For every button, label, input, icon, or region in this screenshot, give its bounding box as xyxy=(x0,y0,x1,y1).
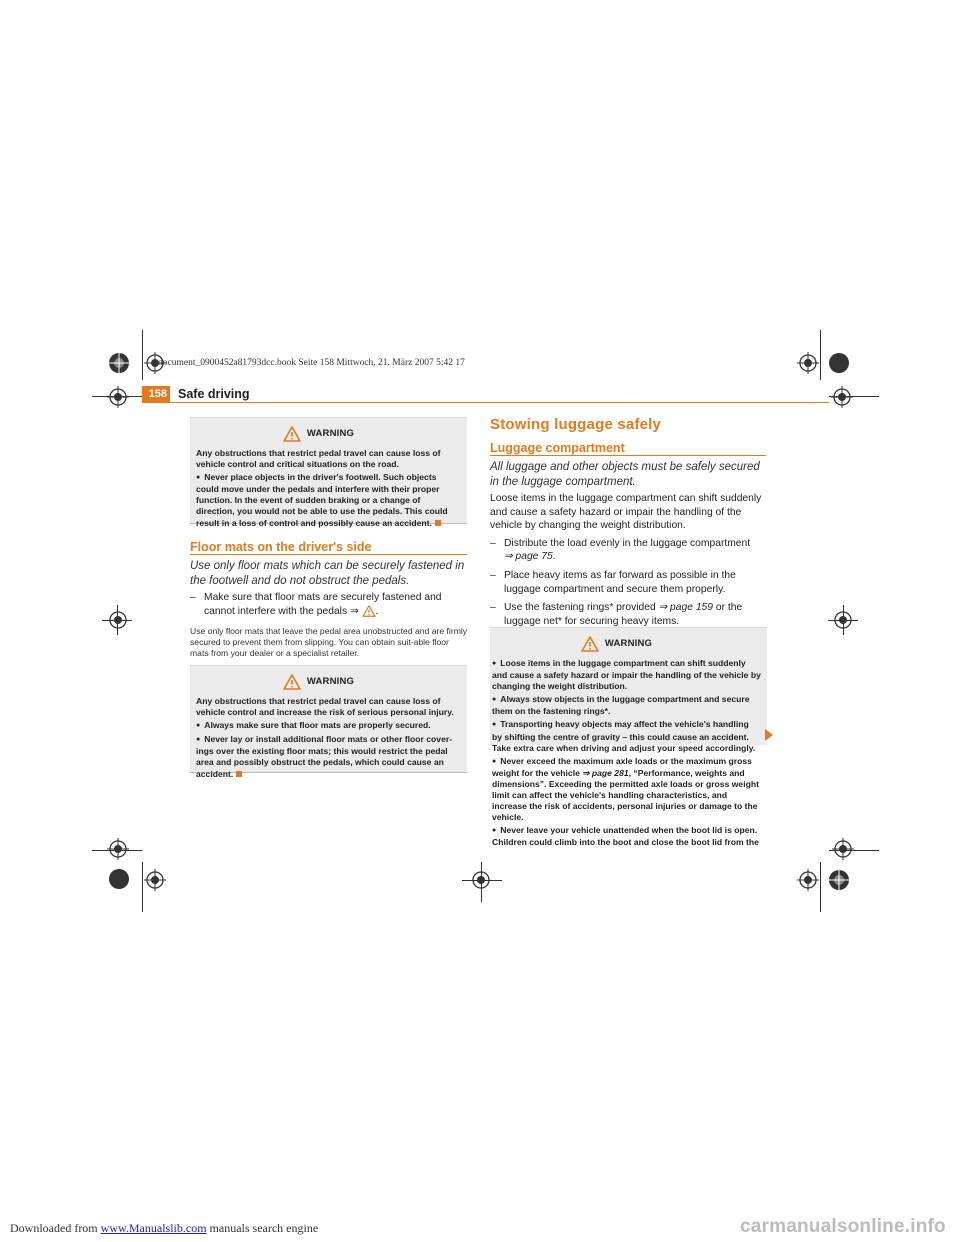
warning-box-floor-mats: WARNING Any obstructions that restrict p… xyxy=(190,665,467,779)
section-rule xyxy=(490,455,766,456)
section-title-floor-mats: Floor mats on the driver's side xyxy=(190,540,372,554)
body-paragraph: Loose items in the luggage compartment c… xyxy=(490,493,762,532)
warning-bullet: Never exceed the maximum axle loads or t… xyxy=(492,756,761,824)
section-body: Loose items in the luggage compartment c… xyxy=(490,492,768,633)
registration-mark-icon xyxy=(144,869,166,891)
instruction-step: Distribute the load evenly in the luggag… xyxy=(490,537,768,564)
registration-mark-icon xyxy=(109,869,129,889)
warning-box-pedals: WARNING Any obstructions that restrict p… xyxy=(190,417,467,528)
warning-text: Any obstructions that restrict pedal tra… xyxy=(196,696,454,718)
warning-triangle-icon xyxy=(283,426,301,442)
header-rule xyxy=(142,402,829,403)
warning-bullet: Never place objects in the driver's foot… xyxy=(196,472,461,528)
registration-mark-icon xyxy=(107,386,129,408)
registration-mark-icon xyxy=(797,869,819,891)
file-info: document_0900452a81793dcc.book Seite 158… xyxy=(158,358,465,368)
chapter-title: Stowing luggage safely xyxy=(490,416,662,433)
section-intro: Use only floor mats which can be securel… xyxy=(190,560,465,587)
warning-triangle-icon xyxy=(283,674,301,690)
warning-triangle-icon xyxy=(361,605,376,617)
registration-mark-icon xyxy=(831,386,853,408)
registration-mark-icon xyxy=(797,352,819,374)
registration-mark-icon xyxy=(834,611,852,629)
registration-mark-icon xyxy=(107,838,129,860)
warning-box-luggage: WARNING Loose items in the luggage compa… xyxy=(490,627,767,847)
registration-mark-icon xyxy=(144,352,166,374)
section-intro: All luggage and other objects must be sa… xyxy=(490,461,760,488)
continue-arrow-icon xyxy=(765,729,773,741)
registration-mark-icon xyxy=(108,352,130,374)
warning-heading: WARNING xyxy=(472,634,761,654)
warning-bullet: Never lay or install additional floor ma… xyxy=(196,734,461,779)
registration-mark-icon xyxy=(832,838,854,860)
warning-bullet: Loose items in the luggage compartment c… xyxy=(492,658,761,692)
carmanuals-logo: carmanualsonline.info xyxy=(740,1216,946,1237)
warning-bullet: Always stow objects in the luggage compa… xyxy=(492,694,761,717)
registration-mark-icon xyxy=(109,611,127,629)
registration-mark-icon xyxy=(828,869,850,891)
page-title: Safe driving xyxy=(178,387,250,401)
warning-bullet: Never leave your vehicle unattended when… xyxy=(492,825,761,848)
warning-heading: WARNING xyxy=(176,424,461,444)
warning-text: Any obstructions that restrict pedal tra… xyxy=(196,448,441,470)
registration-mark-icon xyxy=(829,353,849,373)
instruction-step: Place heavy items as far forward as poss… xyxy=(490,569,768,596)
download-footer: Downloaded from www.Manualslib.com manua… xyxy=(10,1221,319,1235)
end-of-section-icon xyxy=(434,519,441,526)
section-rule xyxy=(190,554,467,555)
warning-bullet: Transporting heavy objects may affect th… xyxy=(492,719,761,753)
instruction-list: Make sure that floor mats are securely f… xyxy=(190,591,468,623)
note-text: Use only floor mats that leave the pedal… xyxy=(190,626,468,659)
warning-heading: WARNING xyxy=(176,672,461,692)
warning-triangle-icon xyxy=(581,636,599,652)
end-of-section-icon xyxy=(236,770,243,777)
instruction-step: Use the fastening rings* provided ⇒ page… xyxy=(490,601,768,628)
section-title-luggage: Luggage compartment xyxy=(490,441,625,455)
page-number: 158 xyxy=(142,386,170,402)
registration-mark-icon xyxy=(472,871,490,889)
manualslib-link[interactable]: www.Manualslib.com xyxy=(100,1221,207,1235)
instruction-step: Make sure that floor mats are securely f… xyxy=(190,591,468,618)
warning-bullet: Always make sure that floor mats are pro… xyxy=(196,720,461,732)
